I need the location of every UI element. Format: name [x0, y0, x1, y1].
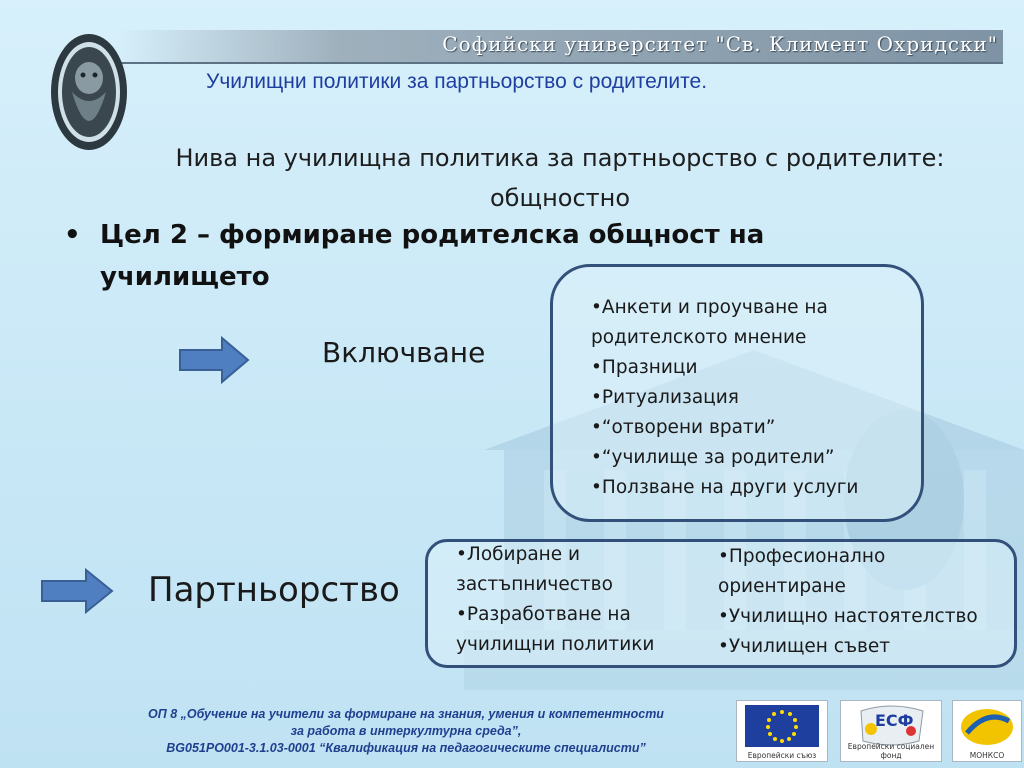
list-item: •Разработване на училищни политики	[456, 604, 655, 655]
footer-line-1: ОП 8 „Обучение на учители за формиране н…	[148, 707, 664, 721]
list-item: •Лобиране и застъпничество	[456, 544, 613, 595]
inclusion-list: •Анкети и проучване на родителското мнен…	[591, 293, 921, 503]
footer-project-text: ОП 8 „Обучение на учители за формиране н…	[96, 706, 716, 757]
list-item: •Празници	[591, 357, 698, 378]
title-line-2: общностно	[489, 184, 630, 212]
eu-caption: Европейски съюз	[747, 751, 817, 760]
ministry-icon	[961, 709, 1013, 745]
esf-caption: Европейски социален фонд	[847, 742, 935, 760]
university-name: Софийски университет "Св. Климент Охридс…	[442, 32, 998, 56]
esf-mark: ЕСФ	[875, 711, 914, 730]
esf-icon	[860, 705, 924, 746]
footer-line-2: за работа в интеркултурна среда”,	[290, 724, 522, 738]
footer-line-3: BG051PO001-3.1.03-0001 “Квалификация на …	[166, 741, 646, 755]
list-item: •Анкети и проучване на родителското мнен…	[591, 297, 828, 348]
university-logo-icon	[51, 34, 127, 150]
partnership-list-left: •Лобиране и застъпничество •Разработване…	[456, 540, 706, 660]
list-item: •Професионално ориентиране	[718, 546, 886, 597]
slide-title: Нива на училищна политика за партньорств…	[104, 138, 1016, 218]
partnership-label: Партньорство	[148, 570, 400, 610]
eu-logo: Европейски съюз	[736, 700, 828, 762]
list-item: •Училищен съвет	[718, 636, 891, 657]
inclusion-box: •Анкети и проучване на родителското мнен…	[550, 264, 924, 522]
bullet-marker: •	[64, 220, 81, 250]
slide-subtitle: Училищни политики за партньорство с роди…	[206, 70, 708, 93]
ministry-logo: МОНКСО	[952, 700, 1022, 762]
list-item: •“отворени врати”	[591, 417, 776, 438]
header-bar	[118, 30, 1003, 64]
list-item: •Ползване на други услуги	[591, 477, 859, 498]
list-item: •Ритуализация	[591, 387, 739, 408]
inclusion-label: Включване	[322, 336, 486, 369]
partnership-list-right: •Професионално ориентиране •Училищно нас…	[718, 542, 1018, 662]
arrow-right-icon	[41, 568, 114, 614]
list-item: •Училищно настоятелство	[718, 606, 978, 627]
list-item: •“училище за родители”	[591, 447, 835, 468]
partnership-box: •Лобиране и застъпничество •Разработване…	[425, 539, 1017, 668]
ministry-caption: МОНКСО	[969, 751, 1005, 760]
esf-logo: ЕСФ Европейски социален фонд	[840, 700, 942, 762]
goal-bullet: • Цел 2 – формиране родителска общност н…	[64, 214, 884, 298]
eu-flag-icon	[745, 705, 819, 747]
title-line-1: Нива на училищна политика за партньорств…	[175, 144, 945, 172]
arrow-right-icon	[179, 336, 250, 384]
goal-text: Цел 2 – формиране родителска общност на …	[100, 220, 765, 292]
